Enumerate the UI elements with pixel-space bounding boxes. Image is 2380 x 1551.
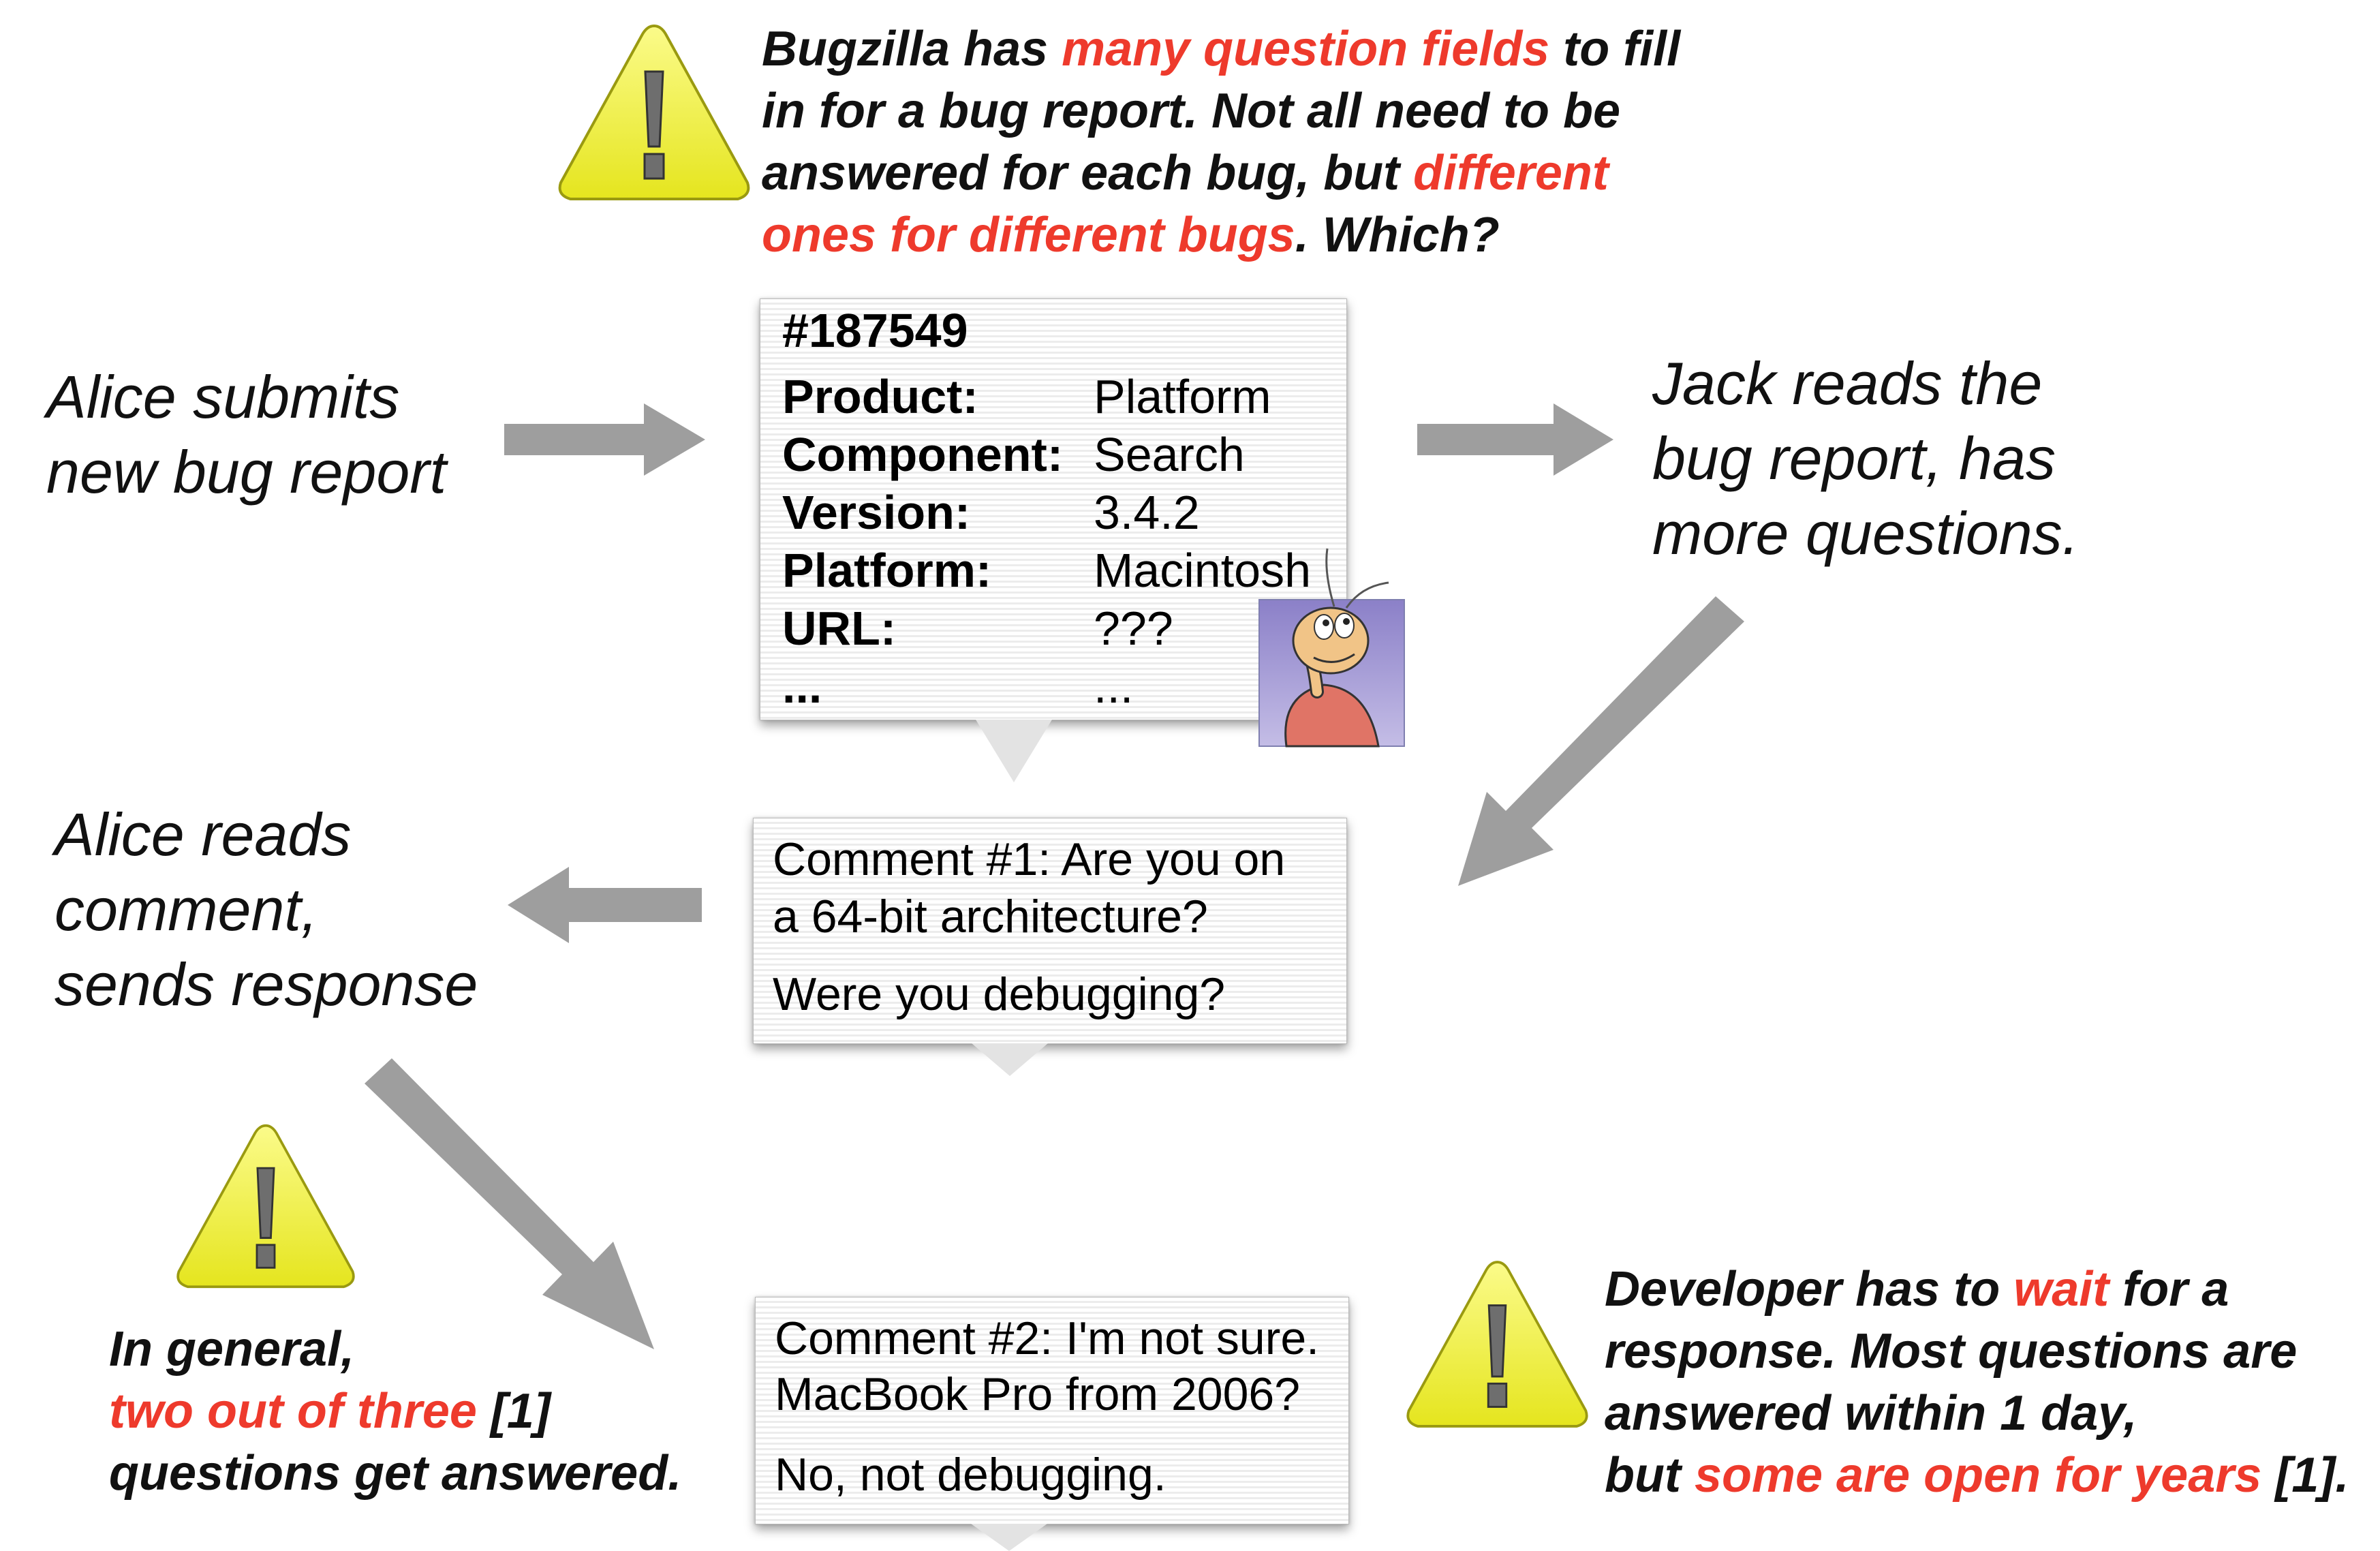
comment-2-line-1: Comment #2: I'm not sure. bbox=[775, 1312, 1320, 1364]
warning-text-bottom-right: Developer has to wait for a response. Mos… bbox=[1605, 1259, 2375, 1507]
text-segment: [1]. bbox=[2261, 1448, 2349, 1503]
text-segment: [1] bbox=[476, 1384, 551, 1439]
text-segment: questions get answered. bbox=[109, 1446, 682, 1501]
comment-1-line-1: Comment #1: Are you on bbox=[773, 833, 1286, 885]
step-jack-reads: Jack reads the bug report, has more ques… bbox=[1652, 350, 2080, 567]
text-segment: to fill bbox=[1549, 22, 1681, 76]
highlighted-text: different bbox=[1413, 146, 1609, 200]
text-segment: In general, bbox=[109, 1322, 355, 1377]
text-segment: answered for each bug, but bbox=[762, 146, 1414, 200]
comment-1-line-3: Were you debugging? bbox=[773, 968, 1226, 1020]
highlighted-text: many question fields bbox=[1062, 22, 1550, 76]
highlighted-text: some are open for years bbox=[1694, 1448, 2262, 1503]
bugzilla-ant-logo-icon bbox=[1258, 548, 1405, 748]
warning-text-top: Bugzilla has many question fields to fil… bbox=[762, 18, 1852, 266]
comment-1-line-2: a 64-bit architecture? bbox=[773, 891, 1208, 942]
card-tail bbox=[976, 720, 1052, 782]
highlighted-text: wait bbox=[2013, 1262, 2109, 1317]
text-segment: . Which? bbox=[1295, 208, 1500, 262]
warning-icon-bottom-right bbox=[1406, 1261, 1588, 1428]
bug-report-card: #187549 Product:Platform Component:Searc… bbox=[760, 298, 1347, 782]
text-segment: but bbox=[1605, 1448, 1695, 1503]
step-alice-reads: Alice reads comment, sends response bbox=[55, 801, 478, 1018]
text-segment: Bugzilla has bbox=[762, 22, 1062, 76]
warning-icon-top bbox=[558, 24, 750, 200]
text-segment: Developer has to bbox=[1605, 1262, 2014, 1317]
card-tail bbox=[972, 1043, 1048, 1076]
card-tail bbox=[971, 1524, 1047, 1551]
comment-2-line-2: MacBook Pro from 2006? bbox=[775, 1368, 1301, 1420]
text-segment: answered within 1 day, bbox=[1605, 1386, 2137, 1441]
text-segment: in for a bug report. Not all need to be bbox=[762, 84, 1621, 138]
warning-icon-bottom-left bbox=[176, 1124, 355, 1289]
warning-text-bottom-left: In general, two out of three [1] questions… bbox=[109, 1319, 790, 1505]
text-segment: for a bbox=[2109, 1262, 2229, 1317]
comment-2-line-3: No, not debugging. bbox=[775, 1449, 1166, 1501]
comment-2-card: Comment #2: I'm not sure. MacBook Pro fr… bbox=[755, 1297, 1349, 1551]
comment-1-card: Comment #1: Are you on a 64-bit architec… bbox=[753, 818, 1347, 1076]
highlighted-text: two out of three bbox=[109, 1384, 477, 1439]
highlighted-text: ones for different bugs bbox=[762, 208, 1295, 262]
step-alice-submits: Alice submits new bug report bbox=[46, 363, 447, 506]
text-segment: response. Most questions are bbox=[1605, 1324, 2298, 1379]
